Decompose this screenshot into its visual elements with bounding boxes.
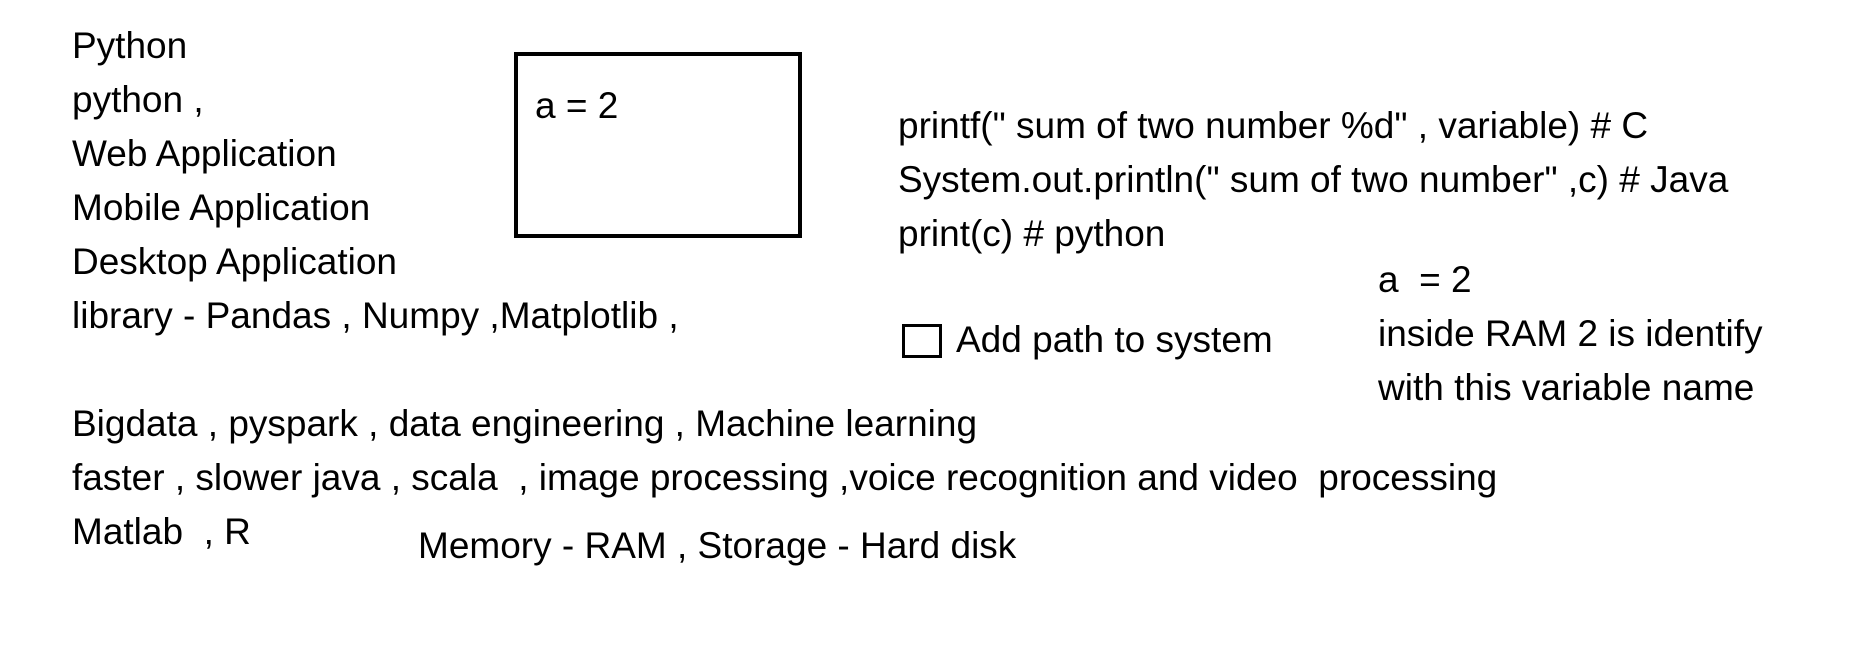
- note-matlab-r: Matlab , R: [72, 511, 251, 552]
- note-speed-comparison: faster , slower java , scala , image pro…: [72, 457, 1498, 498]
- note-python-lower: python ,: [72, 79, 204, 120]
- memory-box: a = 2: [514, 52, 802, 238]
- add-path-checkbox[interactable]: [902, 324, 942, 358]
- code-line-python: print(c) # python: [898, 213, 1166, 254]
- note-python: Python: [72, 25, 188, 66]
- variable-note-line-2: inside RAM 2 is identify: [1378, 313, 1763, 354]
- note-bigdata: Bigdata , pyspark , data engineering , M…: [72, 403, 978, 444]
- variable-note-line-1: a = 2: [1378, 259, 1472, 300]
- code-line-c: printf(" sum of two number %d" , variabl…: [898, 105, 1649, 146]
- note-memory-storage: Memory - RAM , Storage - Hard disk: [418, 525, 1017, 566]
- note-mobile-application: Mobile Application: [72, 187, 371, 228]
- variable-note-line-3: with this variable name: [1378, 367, 1755, 408]
- add-path-label: Add path to system: [956, 319, 1273, 360]
- note-web-application: Web Application: [72, 133, 337, 174]
- memory-box-text: a = 2: [535, 85, 619, 126]
- code-line-java: System.out.println(" sum of two number" …: [898, 159, 1729, 200]
- note-libraries: library - Pandas , Numpy ,Matplotlib ,: [72, 295, 679, 336]
- note-desktop-application: Desktop Application: [72, 241, 397, 282]
